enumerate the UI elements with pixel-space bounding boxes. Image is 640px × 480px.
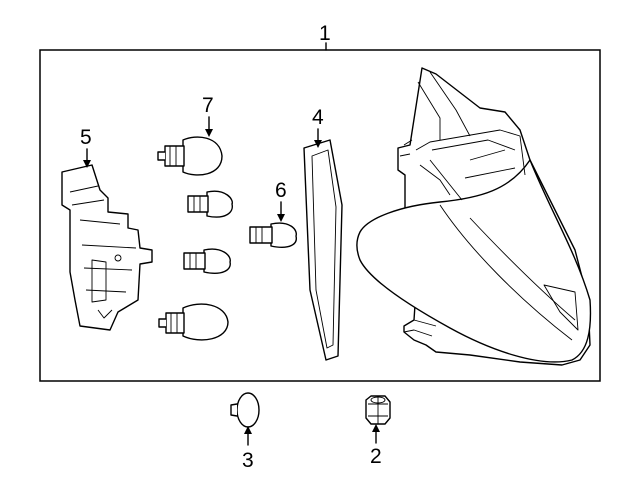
callout-4-number: 4 (312, 106, 324, 129)
callout-5: 5 (80, 126, 92, 168)
callout-3: 3 (242, 426, 254, 472)
hex-nut (365, 395, 391, 425)
callout-6-number: 6 (275, 179, 287, 202)
callout-2-number: 2 (370, 445, 382, 468)
push-clip (230, 392, 260, 428)
callout-6: 6 (275, 179, 287, 222)
bulb-small-1 (187, 190, 233, 218)
callout-1: 1 (319, 22, 331, 51)
bulb-large-top (157, 136, 223, 176)
bulb-socket-board (61, 164, 153, 331)
bulb-large-bottom (158, 303, 229, 341)
bulb-small-6 (249, 222, 297, 248)
callout-1-number: 1 (319, 22, 331, 45)
callout-3-number: 3 (242, 449, 254, 472)
bulb-small-2 (183, 248, 231, 274)
tail-lamp-housing (356, 67, 592, 366)
callout-7-number: 7 (202, 94, 214, 117)
assembly-frame (39, 49, 601, 382)
callout-2: 2 (370, 424, 382, 468)
lamp-gasket (303, 139, 343, 361)
callout-4: 4 (312, 106, 324, 148)
callout-5-number: 5 (80, 126, 92, 149)
callout-7: 7 (202, 94, 214, 137)
